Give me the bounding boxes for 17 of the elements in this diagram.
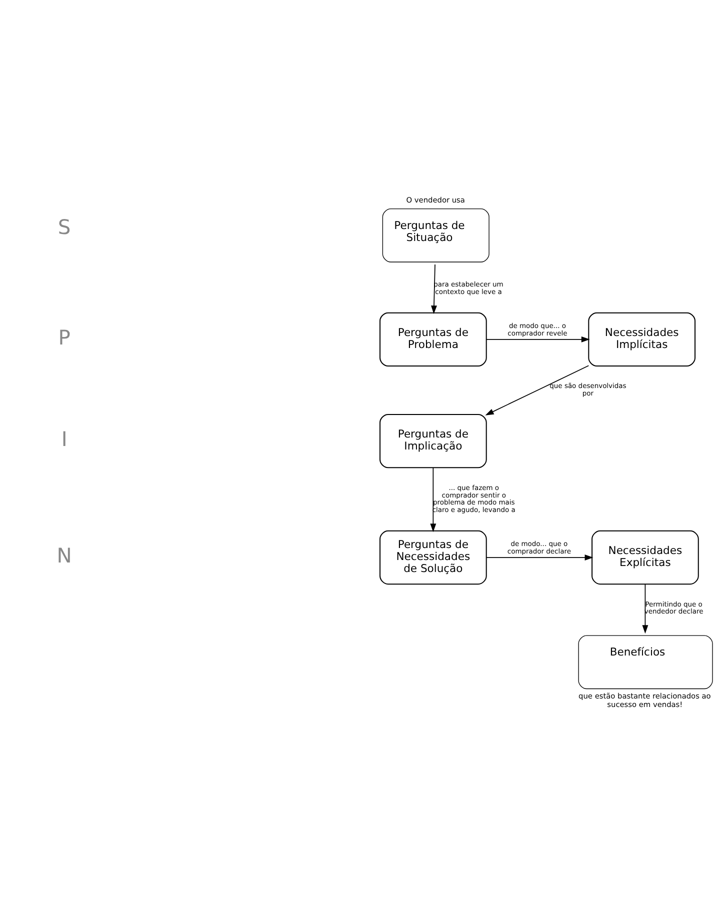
node-box: Necessidades Explícitas	[592, 530, 699, 584]
label: I	[61, 426, 68, 451]
node-box: Benefícios	[578, 634, 713, 689]
label: N	[56, 543, 72, 568]
node-box: Perguntas de Implicação	[380, 413, 487, 468]
arrow	[485, 364, 590, 415]
node-box: Perguntas de Problema	[380, 312, 487, 366]
node-box: Perguntas de Situação	[382, 208, 490, 262]
label: S	[58, 214, 71, 239]
arrow	[486, 554, 594, 560]
arrow	[430, 466, 436, 532]
label: P	[58, 324, 70, 349]
arrow	[431, 264, 437, 314]
arrow	[642, 583, 648, 634]
arrow	[486, 336, 590, 342]
node-box: Necessidades Implícitas	[588, 312, 696, 366]
node-box: Perguntas de Necessidades de Solução	[380, 530, 487, 584]
